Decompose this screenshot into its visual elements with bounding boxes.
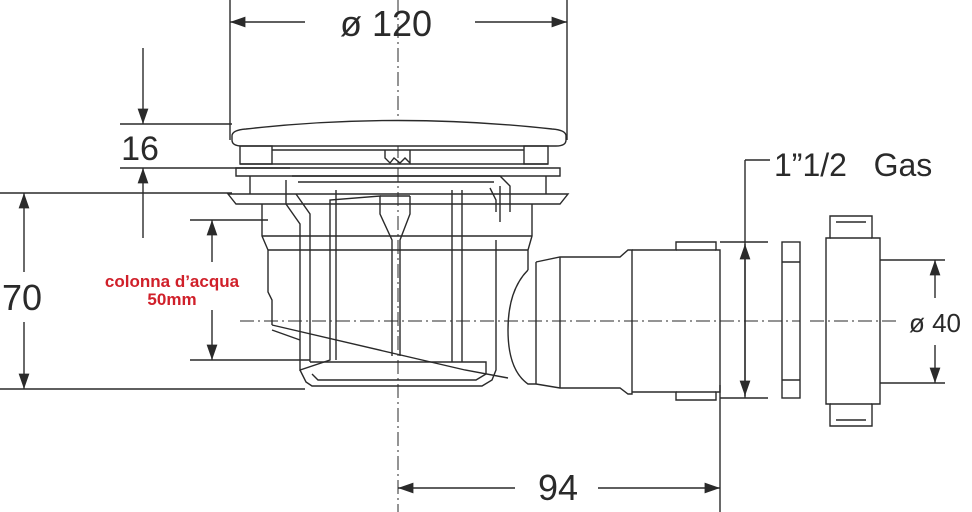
overall-height-label: 70 <box>2 277 42 318</box>
top-diameter-label: ø 120 <box>340 3 432 44</box>
horizontal-offset-label: 94 <box>538 467 578 508</box>
outlet-pipe <box>535 241 721 401</box>
drain-cover <box>231 119 567 165</box>
water-column-value: 50mm <box>147 290 196 309</box>
outlet-nut <box>825 215 881 427</box>
thread-label: 1”1/2 Gas <box>774 147 932 183</box>
dimension-lines <box>0 0 945 512</box>
center-lines <box>240 0 900 512</box>
drain-body <box>261 175 536 387</box>
outlet-diameter-label: ø 40 <box>909 308 961 338</box>
drain-flange <box>226 167 570 205</box>
water-column-label: colonna d’acqua <box>105 272 240 291</box>
cap-height-label: 16 <box>121 130 159 168</box>
outlet-gasket <box>781 241 801 399</box>
